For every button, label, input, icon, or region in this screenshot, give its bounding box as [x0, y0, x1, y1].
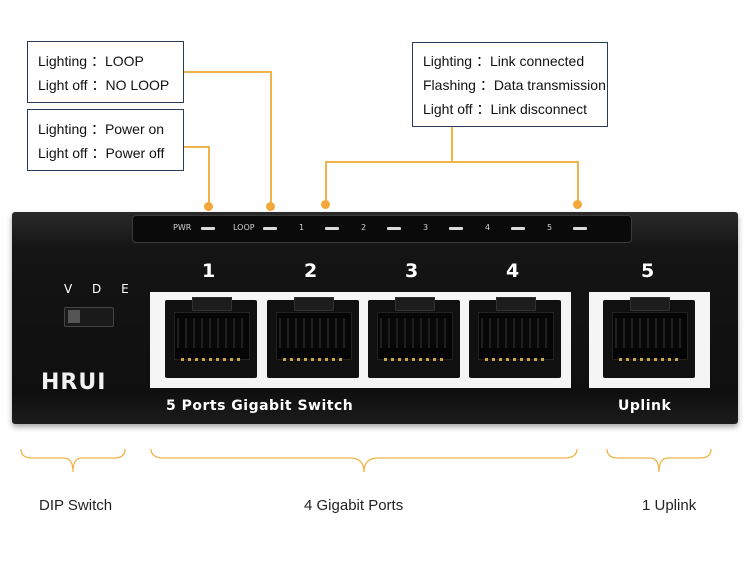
- power-led-marker: [204, 202, 213, 211]
- uplink-port-frame: [589, 292, 710, 388]
- link-off-line: Light off ：Link disconnect: [423, 101, 587, 117]
- brand-logo: HRUI: [41, 370, 107, 395]
- port4-led: [511, 227, 525, 230]
- port-number-4: 4: [506, 260, 520, 282]
- loop-lighting-line: Lighting ：LOOP: [38, 53, 144, 69]
- port5-led-label: 5: [547, 223, 553, 232]
- port2-led-label: 2: [361, 223, 367, 232]
- port-number-5: 5: [641, 260, 655, 282]
- uplink-brace: [606, 448, 712, 473]
- dip-switch[interactable]: [64, 307, 114, 327]
- loop-led-marker: [266, 202, 275, 211]
- switch-front-panel: PWR LOOP 1 2 3 4 5 1 2 3 4 5 V D E HRUI …: [12, 212, 738, 424]
- loop-led-label: LOOP: [233, 223, 255, 232]
- rj45-port-4[interactable]: [469, 297, 561, 378]
- link-leader-horizontal: [325, 161, 579, 163]
- port5-led-marker: [573, 200, 582, 209]
- uplink-caption: 1 Uplink: [642, 497, 697, 514]
- gigabit-ports-frame: [150, 292, 571, 388]
- power-lighting-line: Lighting ：Power on: [38, 121, 165, 137]
- link-leader-left: [325, 161, 327, 205]
- loop-led: [263, 227, 277, 230]
- loop-leader-vertical: [270, 71, 272, 206]
- port-number-2: 2: [304, 260, 318, 282]
- led-indicator-strip: PWR LOOP 1 2 3 4 5: [132, 215, 632, 243]
- rj45-port-1[interactable]: [165, 297, 257, 378]
- loop-off-line: Light off ：NO LOOP: [38, 77, 170, 93]
- link-flashing-line: Flashing ：Data transmission: [423, 77, 606, 93]
- gigabit-ports-caption: 4 Gigabit Ports: [304, 497, 404, 514]
- link-led-callout: Lighting ：Link connected Flashing ：Data …: [412, 42, 608, 127]
- power-off-line: Light off ：Power off: [38, 145, 165, 161]
- dip-switch-brace: [20, 448, 126, 473]
- loop-leader-horizontal: [184, 71, 271, 73]
- model-description: 5 Ports Gigabit Switch: [166, 398, 354, 414]
- rj45-uplink-port[interactable]: [603, 297, 695, 378]
- port-number-3: 3: [405, 260, 419, 282]
- link-leader-stem: [451, 127, 453, 162]
- port2-led: [387, 227, 401, 230]
- link-leader-right: [577, 161, 579, 205]
- port3-led-label: 3: [423, 223, 429, 232]
- uplink-panel-label: Uplink: [618, 398, 672, 414]
- port-number-1: 1: [202, 260, 216, 282]
- dip-switch-label: V D E: [64, 282, 137, 296]
- pwr-led-label: PWR: [173, 223, 192, 232]
- port1-led-marker: [321, 200, 330, 209]
- port1-led: [325, 227, 339, 230]
- loop-led-callout: Lighting ：LOOP Light off ：NO LOOP: [27, 41, 184, 103]
- dip-switch-caption: DIP Switch: [39, 497, 113, 514]
- link-lighting-line: Lighting ：Link connected: [423, 53, 585, 69]
- port1-led-label: 1: [299, 223, 305, 232]
- power-leader-horizontal: [184, 146, 209, 148]
- power-leader-vertical: [208, 146, 210, 206]
- gigabit-ports-brace: [150, 448, 578, 473]
- port4-led-label: 4: [485, 223, 491, 232]
- port3-led: [449, 227, 463, 230]
- rj45-port-3[interactable]: [368, 297, 460, 378]
- dip-switch-knob[interactable]: [68, 310, 80, 323]
- pwr-led: [201, 227, 215, 230]
- rj45-port-2[interactable]: [267, 297, 359, 378]
- power-led-callout: Lighting ：Power on Light off ：Power off: [27, 109, 184, 171]
- port5-led: [573, 227, 587, 230]
